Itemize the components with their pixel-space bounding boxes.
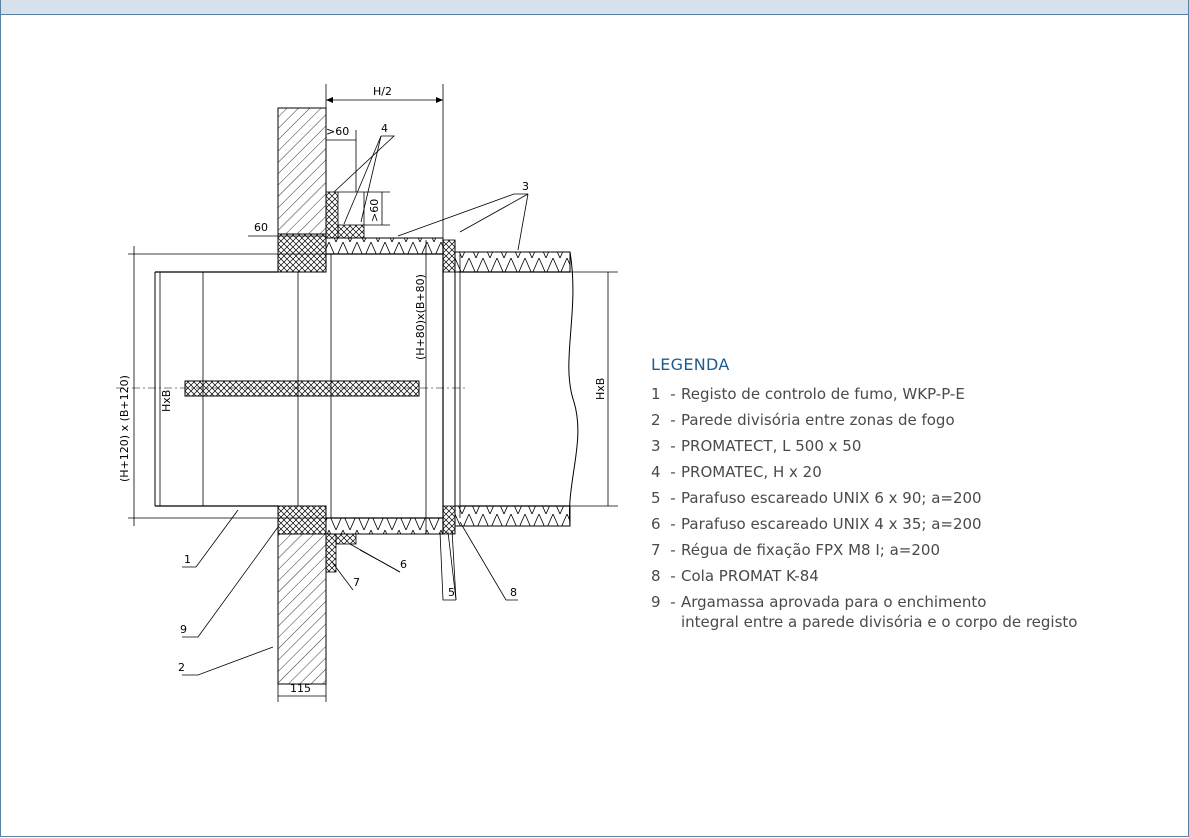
label-n6: 6 — [400, 558, 407, 571]
label-n4: 4 — [381, 122, 388, 135]
label-n5: 5 — [448, 586, 455, 599]
label-n7: 7 — [353, 576, 360, 589]
top-band — [0, 0, 1189, 15]
label-n1: 1 — [184, 553, 191, 566]
label-gt60-top: >60 — [326, 125, 349, 138]
legend-item-number: 9 — [651, 593, 661, 611]
legend-item-text: Argamassa aprovada para o enchimento int… — [681, 593, 1078, 631]
label-n3: 3 — [522, 180, 529, 193]
promatect-top-right — [454, 251, 571, 273]
legend-item-number: 1 — [651, 385, 661, 403]
legend-item-number: 3 — [651, 437, 661, 455]
legend-item-number: 6 — [651, 515, 661, 533]
promatec-collar — [325, 191, 339, 239]
wall-lower — [277, 533, 327, 685]
label-hxb-left: HxB — [160, 390, 173, 412]
mortar-bottom — [277, 505, 327, 535]
legend-item-text: PROMATEC, H x 20 — [681, 463, 822, 481]
legend-item-text: Registo de controlo de fumo, WKP-P-E — [681, 385, 965, 403]
legend-item: 7- Régua de fixação FPX M8 I; a=200 — [651, 540, 1186, 560]
label-outer-dim: (H+120) x (B+120) — [118, 375, 131, 482]
legend-item: 1- Registo de controlo de fumo, WKP-P-E — [651, 384, 1186, 404]
legend-item-text: Régua de fixação FPX M8 I; a=200 — [681, 541, 940, 559]
promatect-top-left — [325, 237, 444, 255]
label-sixty: 60 — [254, 221, 268, 234]
label-n9: 9 — [180, 623, 187, 636]
legend-item-number: 4 — [651, 463, 661, 481]
legend-item: 4- PROMATEC, H x 20 — [651, 462, 1186, 482]
legend-item: 2- Parede divisória entre zonas de fogo — [651, 410, 1186, 430]
legend-item-number: 7 — [651, 541, 661, 559]
label-h-half: H/2 — [373, 85, 392, 98]
promatect-bottom-right — [454, 505, 571, 527]
legend-item: 9- Argamassa aprovada para o enchimento … — [651, 592, 1186, 632]
legend-item: 3- PROMATECT, L 500 x 50 — [651, 436, 1186, 456]
legend-item-text: Parede divisória entre zonas de fogo — [681, 411, 955, 429]
legend-item-text: Parafuso escareado UNIX 4 x 35; a=200 — [681, 515, 982, 533]
label-wall-thickness: 115 — [290, 682, 311, 695]
legend-item-text: Cola PROMAT K-84 — [681, 567, 819, 585]
legend-item: 8- Cola PROMAT K-84 — [651, 566, 1186, 586]
legend-title: LEGENDA — [651, 355, 730, 374]
wall-upper — [277, 107, 327, 235]
label-n8: 8 — [510, 586, 517, 599]
label-hxb-right: HxB — [594, 378, 607, 400]
technical-drawing: H/2 >60 >60 60 (H+120) x (B+120) HxB (H+… — [98, 82, 653, 708]
label-gt60-side: >60 — [368, 199, 381, 222]
legend-item-text: Parafuso escareado UNIX 6 x 90; a=200 — [681, 489, 982, 507]
legend-item-text: PROMATECT, L 500 x 50 — [681, 437, 862, 455]
legend: LEGENDA 1- Registo de controlo de fumo, … — [651, 355, 1186, 638]
label-inner-dim: (H+80)x(B+80) — [414, 274, 427, 360]
label-n2: 2 — [178, 661, 185, 674]
legend-item-number: 5 — [651, 489, 661, 507]
mortar-top — [277, 233, 327, 273]
legend-item: 6- Parafuso escareado UNIX 4 x 35; a=200 — [651, 514, 1186, 534]
legend-list: 1- Registo de controlo de fumo, WKP-P-E … — [651, 384, 1186, 632]
legend-item: 5- Parafuso escareado UNIX 6 x 90; a=200 — [651, 488, 1186, 508]
promatect-bottom-left — [325, 517, 444, 535]
damper-blade — [184, 380, 420, 397]
legend-item-number: 8 — [651, 567, 661, 585]
section-drawing-svg: H/2 >60 >60 60 (H+120) x (B+120) HxB (H+… — [98, 82, 653, 708]
legend-item-number: 2 — [651, 411, 661, 429]
